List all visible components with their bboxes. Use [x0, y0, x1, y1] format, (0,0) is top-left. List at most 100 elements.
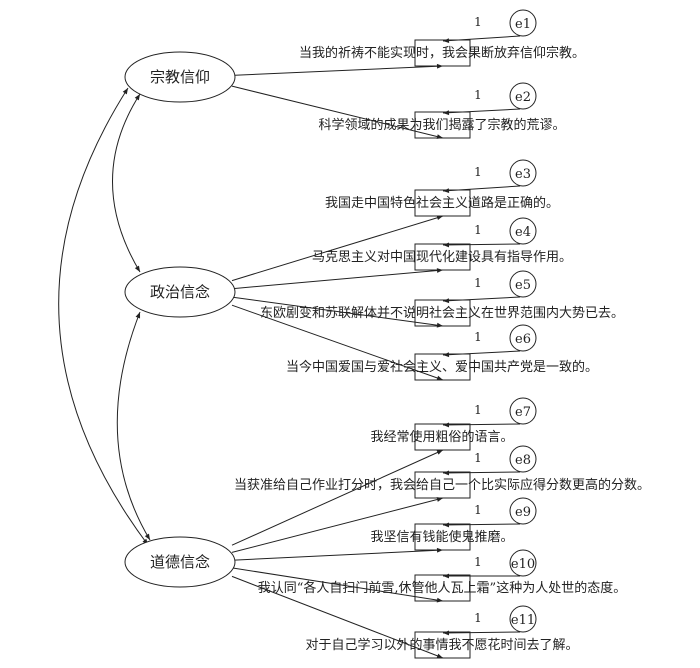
fixed-loading-label: 1 — [474, 403, 482, 417]
indicator-text: 当我的祈祷不能实现时，我会果断放弃信仰宗教。 — [299, 45, 585, 61]
error-arrow — [442, 350, 521, 358]
indicator-e6: 当今中国爱国与爱社会主义、爱中国共产党是一致的。e61 — [286, 324, 598, 381]
latent-religion: 宗教信仰 — [124, 51, 236, 103]
error-circle — [509, 82, 537, 110]
indicator-e3: 我国走中国特色社会主义道路是正确的。e31 — [325, 159, 559, 217]
error-circle — [509, 9, 537, 37]
fixed-loading-label: 1 — [474, 165, 482, 179]
error-label: e5 — [515, 278, 531, 293]
indicator-text: 我经常使用粗俗的语言。 — [370, 429, 513, 445]
error-label: e4 — [515, 225, 531, 240]
covariance-arrows — [58, 87, 151, 546]
error-arrow — [442, 522, 521, 528]
error-label: e11 — [511, 613, 535, 628]
loading-arrow — [231, 63, 444, 76]
covariance-religion-morality — [58, 87, 149, 546]
loading-arrow — [231, 85, 444, 139]
fixed-loading-label: 1 — [474, 611, 482, 625]
loading-arrow — [231, 567, 444, 603]
indicator-text: 东欧剧变和苏联解体并不说明社会主义在世界范围内大势已去。 — [260, 305, 624, 321]
latent-label: 道德信念 — [150, 553, 210, 571]
error-circle — [509, 605, 537, 633]
loading-arrow — [231, 304, 444, 381]
indicator-e1: 当我的祈祷不能实现时，我会果断放弃信仰宗教。 e1 1 — [299, 9, 585, 67]
indicator-box — [414, 353, 471, 381]
indicator-text: 马克思主义对中国现代化建设具有指导作用。 — [312, 250, 572, 265]
indicator-text: 我坚信有钱能使鬼推磨。 — [370, 529, 513, 545]
error-arrow — [442, 242, 521, 248]
indicator-e7: 我经常使用粗俗的语言。e7 1 — [370, 397, 537, 451]
indicator-box — [414, 243, 471, 271]
fixed-loading-label: 1 — [474, 223, 482, 237]
indicator-e9: 我坚信有钱能使鬼推磨。e9 1 — [370, 497, 537, 551]
loading-arrow — [231, 449, 444, 546]
error-circle — [509, 397, 537, 425]
error-circle — [509, 497, 537, 525]
indicator-box — [414, 111, 471, 139]
fixed-loading-label: 1 — [474, 451, 482, 465]
indicator-e2: 科学领域的成果为我们揭露了宗教的荒谬。 e2 1 — [318, 82, 566, 139]
indicator-box — [414, 631, 471, 659]
indicator-e5: 东欧剧变和苏联解体并不说明社会主义在世界范围内大势已去。 e5 1 — [260, 270, 624, 327]
error-arrow — [442, 185, 521, 194]
indicator-box — [414, 39, 471, 67]
indicator-box — [414, 423, 471, 451]
indicator-e8: 当获准给自己作业打分时，我会给自己一个比实际应得分数更高的分数。 e8 1 — [234, 445, 650, 499]
loading-arrow — [231, 296, 444, 328]
indicator-e10: 我认同“各人自扫门前雪,休管他人瓦上霜”这种为人处世的态度。 e10 1 — [258, 549, 626, 602]
indicator-box — [414, 471, 471, 499]
latent-ellipse — [124, 266, 236, 318]
error-circle — [509, 217, 537, 245]
loading-arrow — [231, 497, 444, 553]
fixed-loading-label: 1 — [474, 276, 482, 290]
loading-paths — [231, 63, 444, 659]
latent-ellipse — [124, 536, 236, 588]
error-label: e6 — [515, 332, 531, 347]
fixed-loading-label: 1 — [474, 15, 482, 29]
latent-label: 宗教信仰 — [150, 68, 210, 86]
error-circle — [509, 445, 537, 473]
indicator-group: 当我的祈祷不能实现时，我会果断放弃信仰宗教。e11科学领域的成果为我们揭露了宗教… — [234, 9, 650, 659]
latent-ellipse — [124, 51, 236, 103]
indicator-e4: 马克思主义对中国现代化建设具有指导作用。 e4 1 — [312, 217, 572, 271]
latent-politics: 政治信念 — [124, 266, 236, 318]
fixed-loading-label: 1 — [474, 88, 482, 102]
indicator-box — [414, 574, 471, 602]
error-label: e7 — [515, 405, 531, 420]
error-circle — [509, 324, 537, 352]
indicator-text: 科学领域的成果为我们揭露了宗教的荒谬。 — [318, 117, 565, 133]
fixed-loading-label: 1 — [474, 503, 482, 517]
error-arrow — [442, 470, 521, 476]
indicator-text: 我认同“各人自扫门前雪,休管他人瓦上霜”这种为人处世的态度。 — [258, 580, 626, 596]
error-label: e2 — [515, 90, 531, 105]
loading-arrow — [231, 268, 444, 290]
indicator-box — [414, 299, 471, 327]
error-label: e9 — [515, 505, 531, 520]
indicator-text: 当获准给自己作业打分时，我会给自己一个比实际应得分数更高的分数。 — [234, 477, 650, 493]
latent-label: 政治信念 — [150, 283, 210, 301]
error-arrow — [442, 108, 521, 116]
covariance-religion-politics — [112, 93, 141, 273]
fixed-loading-label: 1 — [474, 555, 482, 569]
latent-morality: 道德信念 — [124, 536, 236, 588]
loading-arrow — [231, 547, 444, 561]
loading-arrow — [231, 215, 444, 282]
error-circle — [509, 549, 537, 577]
error-arrow — [442, 422, 521, 428]
loading-arrow — [231, 575, 444, 659]
indicator-box — [414, 523, 471, 551]
indicator-text: 我国走中国特色社会主义道路是正确的。 — [325, 195, 559, 211]
error-arrow — [442, 35, 521, 44]
error-label: e10 — [511, 557, 535, 572]
error-label: e8 — [515, 453, 531, 468]
error-arrow — [442, 630, 521, 636]
error-label: e1 — [515, 17, 531, 32]
fixed-loading-label: 1 — [474, 330, 482, 344]
error-circle — [509, 270, 537, 298]
error-circle — [509, 159, 537, 187]
covariance-politics-morality — [116, 311, 151, 541]
error-arrow — [442, 296, 521, 304]
